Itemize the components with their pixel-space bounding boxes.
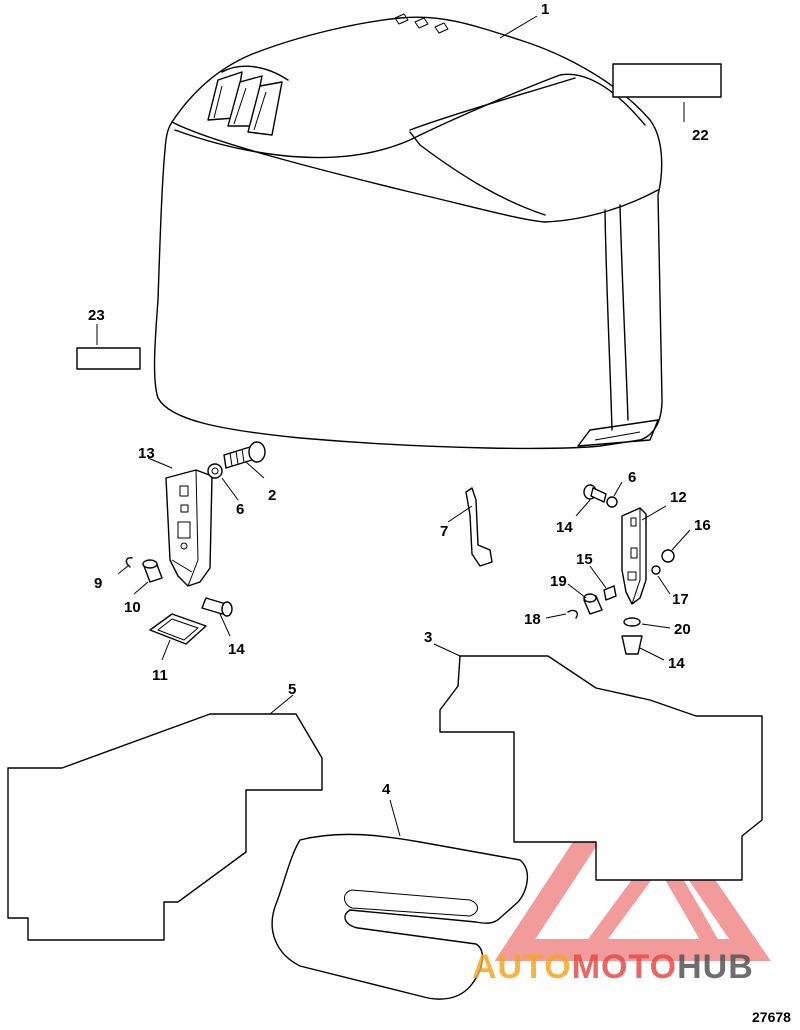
panel-4	[271, 833, 528, 1000]
washer-6-right	[606, 496, 618, 508]
bushing-11	[142, 559, 163, 583]
callout-8: 13	[138, 445, 155, 462]
callout-22: 22	[692, 127, 709, 144]
callout-6-left: 6	[236, 501, 244, 518]
spacer-20	[583, 593, 603, 615]
callouts: 1 22 23 13 2 6 9 10 14 11 7 6 14 12 16 1…	[88, 1, 711, 798]
pin-16	[603, 585, 617, 601]
panel-4-slot	[344, 889, 478, 917]
callout-18: 17	[672, 591, 689, 608]
figure-number: 27678	[752, 1009, 791, 1025]
callout-11: 10	[124, 599, 141, 616]
callout-10: 9	[94, 575, 102, 592]
right-bracket-13	[621, 507, 647, 605]
grommet-15	[621, 635, 643, 655]
clip-19	[567, 609, 578, 619]
nut-17	[661, 549, 675, 563]
washer-18	[651, 565, 661, 575]
panel-5	[7, 713, 323, 941]
callout-14: 14	[556, 519, 573, 536]
leader-lines	[96, 15, 691, 837]
watermark-text-moto: MOTO	[572, 948, 677, 986]
decal-22	[612, 63, 722, 98]
callout-15: 14	[668, 655, 685, 672]
callout-21: 20	[674, 621, 691, 638]
washer-6-left	[207, 463, 223, 479]
left-bracket-8	[165, 469, 213, 587]
panel-3	[439, 655, 763, 881]
watermark-text-hub: HUB	[677, 948, 754, 986]
watermark-text: AUTOMOTOHUB	[472, 948, 754, 986]
decal-23	[76, 347, 141, 370]
callout-16: 15	[576, 551, 593, 568]
watermark-text-auto: AUTO	[472, 948, 572, 986]
callout-20: 19	[550, 573, 567, 590]
bolt-14	[583, 484, 607, 503]
grommet-12	[149, 613, 207, 645]
callout-5: 5	[288, 681, 296, 698]
top-cowl	[153, 13, 663, 450]
callout-12: 11	[152, 667, 168, 684]
callout-6-right: 6	[628, 469, 636, 486]
washer-21	[623, 617, 641, 627]
callout-9: 14	[228, 641, 245, 658]
callout-2: 2	[268, 487, 276, 504]
clip-7	[465, 487, 493, 567]
callout-3: 3	[424, 629, 432, 646]
callout-13: 12	[670, 489, 687, 506]
callout-7: 7	[440, 523, 448, 540]
callout-19: 18	[524, 611, 541, 628]
callout-4: 4	[382, 781, 391, 798]
callout-17: 16	[694, 517, 711, 534]
clip-10	[125, 557, 133, 568]
pin-9	[201, 597, 233, 617]
bolt-2	[223, 441, 266, 469]
callout-1: 1	[541, 1, 549, 18]
callout-23: 23	[88, 307, 105, 324]
